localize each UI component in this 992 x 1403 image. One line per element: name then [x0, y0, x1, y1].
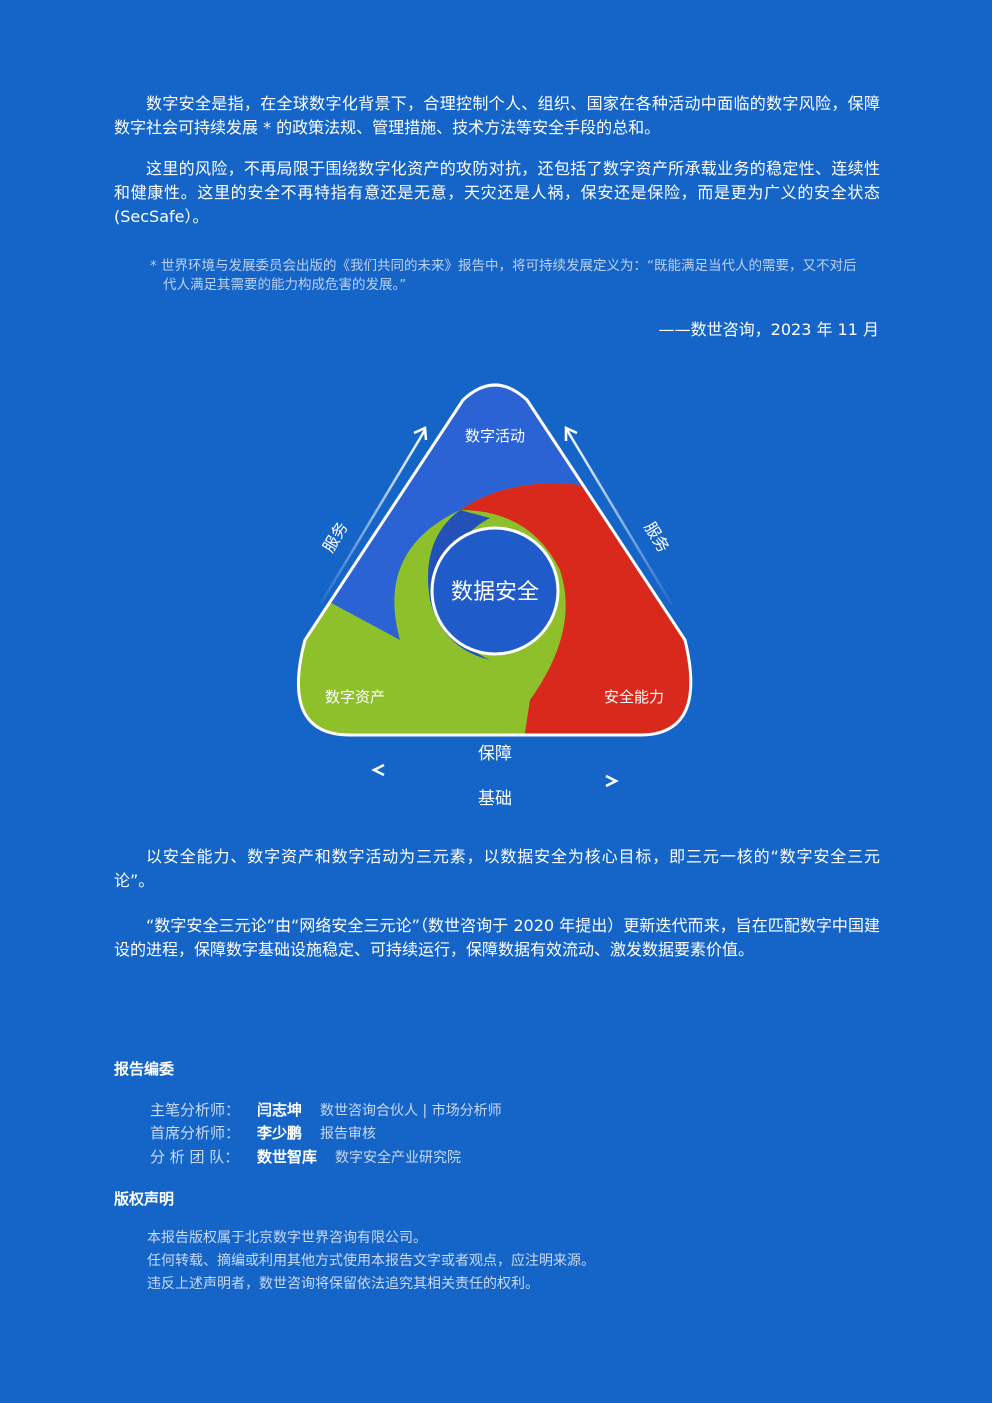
copyright-line: 本报告版权属于北京数字世界咨询有限公司。 [147, 1230, 427, 1246]
intro-paragraph-1: 数字安全是指，在全球数字化背景下，合理控制个人、组织、国家在各种活动中面临的数字… [114, 94, 880, 137]
foundation-label: 基础 [478, 789, 512, 809]
left-arrowhead-icon [413, 426, 428, 441]
editorial-name: 数世智库 [257, 1148, 318, 1166]
editorial-desc: 报告审核 [320, 1126, 377, 1142]
digital-security-triad-diagram: 数据安全 数字活动 数字资产 安全能力 服务 服务 保障 基础 [297, 383, 693, 809]
editorial-row: 分 析 团 队： 数世智库 数字安全产业研究院 [150, 1146, 461, 1169]
right-service-arrow [565, 429, 674, 606]
right-arrowhead-icon [564, 426, 578, 441]
editorial-role: 分 析 团 队： [150, 1148, 240, 1166]
center-circle [430, 526, 560, 656]
signature: ——数世咨询，2023 年 11 月 [658, 320, 879, 339]
triangle-outline [297, 383, 693, 737]
editorial-title: 报告编委 [114, 1060, 175, 1078]
editorial-row: 主笔分析师： 闫志坤 数世咨询合伙人 | 市场分析师 [150, 1099, 502, 1122]
footnote: * 世界环境与发展委员会出版的《我们共同的未来》报告中，将可持续发展定义为：“既… [150, 258, 857, 293]
editorial-name: 闫志坤 [257, 1101, 303, 1119]
bottom-left-arrowhead-icon [371, 763, 385, 777]
guarantee-label: 保障 [478, 744, 512, 764]
editorial-desc: 数世咨询合伙人 | 市场分析师 [320, 1103, 502, 1119]
bottom-left-label: 数字资产 [325, 688, 385, 706]
editorial-role: 主笔分析师： [150, 1101, 241, 1119]
editorial-desc: 数字安全产业研究院 [335, 1150, 462, 1166]
right-service-label: 服务 [640, 519, 673, 556]
left-service-label: 服务 [319, 519, 352, 556]
editorial-row: 首席分析师： 李少鹏 报告审核 [150, 1122, 376, 1145]
editorial-name: 李少鹏 [257, 1124, 303, 1142]
center-label: 数据安全 [451, 580, 539, 605]
copyright-line: 违反上述声明者，数世咨询将保留依法追究其相关责任的权利。 [147, 1276, 539, 1292]
copyright-line: 任何转载、摘编或利用其他方式使用本报告文字或者观点，应注明来源。 [147, 1253, 595, 1269]
bottom-right-label: 安全能力 [604, 688, 664, 706]
intro-paragraph-2: 这里的风险，不再局限于围绕数字化资产的攻防对抗，还包括了数字资产所承载业务的稳定… [114, 159, 880, 226]
top-label: 数字活动 [465, 427, 525, 445]
bottom-right-arrowhead-icon [605, 774, 619, 788]
left-service-arrow [318, 429, 427, 606]
body-paragraph-1: 以安全能力、数字资产和数字活动为三元素，以数据安全为核心目标，即三元一核的“数字… [114, 847, 880, 890]
copyright-title: 版权声明 [114, 1190, 175, 1208]
body-paragraph-2: “数字安全三元论”由“网络安全三元论”（数世咨询于 2020 年提出）更新迭代而… [114, 916, 880, 959]
editorial-role: 首席分析师： [150, 1124, 241, 1142]
